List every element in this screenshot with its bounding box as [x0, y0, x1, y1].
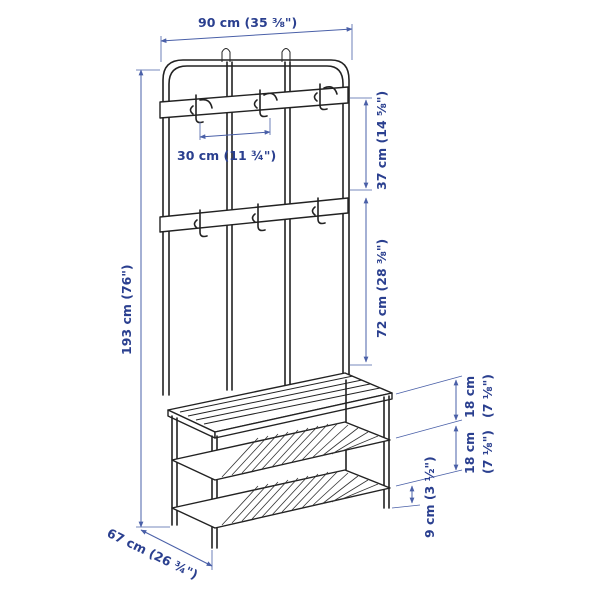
rail-gap-label: 37 cm (14 ⅝") — [374, 91, 389, 190]
dimension-lines — [136, 24, 463, 570]
lower-hook-rail — [159, 197, 349, 238]
hook-icon — [251, 203, 266, 232]
height-label: 193 cm (76") — [119, 264, 134, 355]
hook-icon — [313, 83, 338, 111]
middle-shoe-shelf — [171, 421, 391, 481]
floor-clearance-label: 9 cm (3 ½") — [422, 456, 437, 538]
hook-icon — [311, 197, 326, 225]
seat-to-shelf-cm-label: 18 cm — [462, 376, 477, 418]
hook-icon — [253, 89, 278, 118]
seat-to-rail-label: 72 cm (28 ⅜") — [374, 239, 389, 338]
coat-rack-frame — [162, 48, 350, 396]
hook-icon — [189, 94, 213, 124]
upper-hook-rail — [159, 83, 349, 124]
depth-label: 67 cm (26 ¾") — [105, 525, 201, 582]
lower-shoe-shelf — [171, 469, 391, 529]
shelf-gap-cm-label: 18 cm — [462, 432, 477, 474]
width-label: 90 cm (35 ⅜") — [198, 15, 297, 30]
hook-icon — [193, 209, 208, 238]
hook-spacing-label: 30 cm (11 ¾") — [177, 148, 276, 163]
shelf-gap-in-label: (7 ⅛") — [480, 430, 495, 474]
seat-to-shelf-in-label: (7 ⅛") — [480, 374, 495, 418]
